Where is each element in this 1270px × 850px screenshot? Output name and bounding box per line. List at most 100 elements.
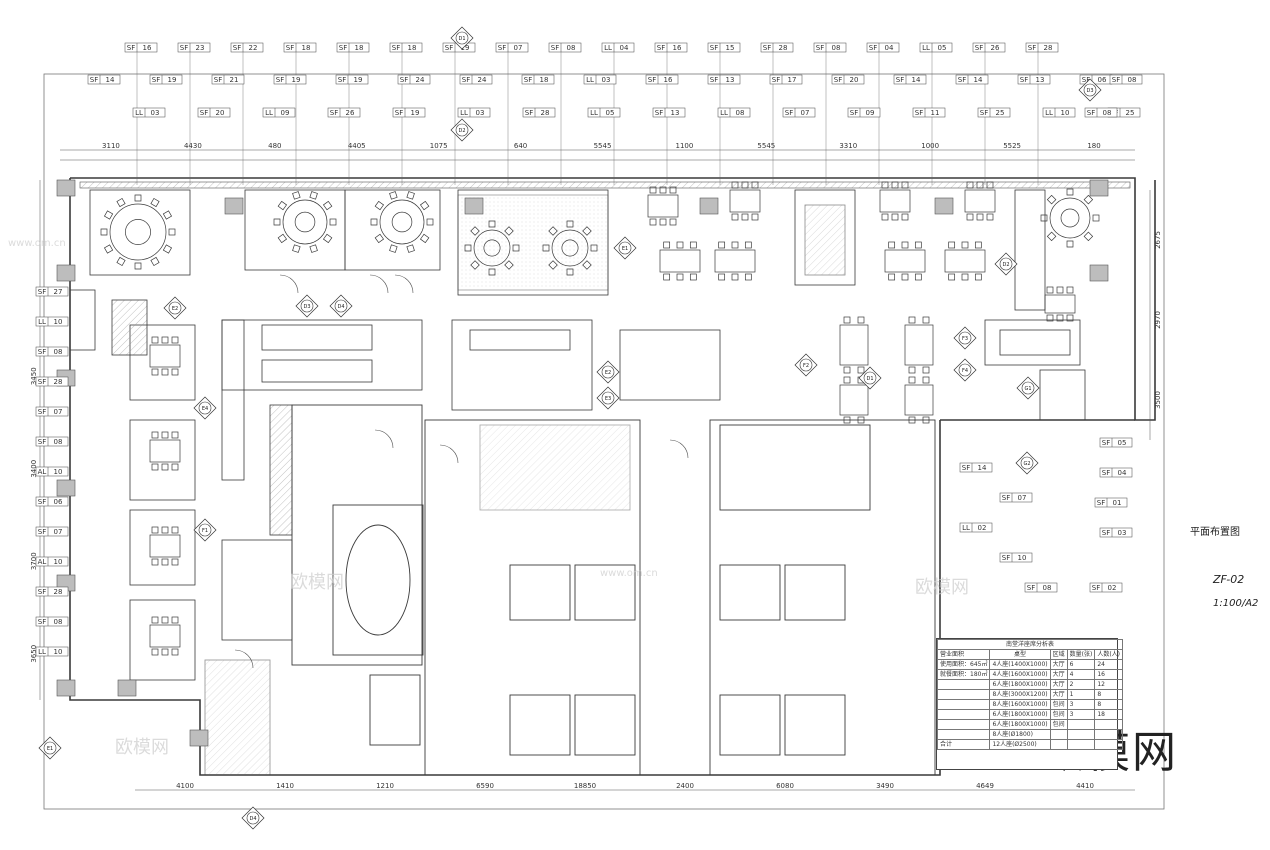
svg-text:03: 03 bbox=[602, 76, 611, 84]
svg-text:20: 20 bbox=[850, 76, 859, 84]
svg-text:SF: SF bbox=[915, 109, 923, 117]
svg-text:LL: LL bbox=[586, 76, 594, 84]
svg-text:SF: SF bbox=[462, 76, 470, 84]
schedule-cell: 3 bbox=[1066, 699, 1096, 710]
svg-text:16: 16 bbox=[664, 76, 673, 84]
svg-text:16: 16 bbox=[673, 44, 682, 52]
dimension-label: 180 bbox=[1087, 142, 1100, 150]
dimension-label: 3650 bbox=[30, 645, 38, 663]
schedule-cell: 12 bbox=[1094, 679, 1123, 690]
dimension-label: 3450 bbox=[30, 367, 38, 385]
svg-text:08: 08 bbox=[54, 348, 63, 356]
svg-text:AL: AL bbox=[38, 558, 47, 566]
section-marker: D2 bbox=[450, 118, 474, 142]
svg-text:LL: LL bbox=[720, 109, 728, 117]
schedule-cell bbox=[1066, 739, 1096, 750]
svg-text:SF: SF bbox=[1002, 494, 1010, 502]
right-zone bbox=[794, 189, 1086, 421]
svg-text:SF: SF bbox=[38, 528, 46, 536]
schedule-cell bbox=[1066, 719, 1096, 730]
material-tag: SF 24 bbox=[459, 74, 493, 85]
svg-text:SF: SF bbox=[214, 76, 222, 84]
dimension-label: 2970 bbox=[1154, 311, 1162, 329]
svg-text:SF: SF bbox=[524, 76, 532, 84]
svg-text:19: 19 bbox=[292, 76, 301, 84]
svg-text:13: 13 bbox=[1036, 76, 1045, 84]
dining-table bbox=[714, 241, 756, 281]
material-tag: SF 08 bbox=[1024, 582, 1058, 593]
material-tag: SF 08 bbox=[35, 346, 69, 357]
schedule-cell: 3 bbox=[1066, 709, 1096, 720]
dimension-label: 1210 bbox=[376, 782, 394, 790]
column bbox=[56, 264, 76, 282]
svg-text:LL: LL bbox=[38, 648, 46, 656]
schedule-cell bbox=[1094, 729, 1123, 740]
schedule-title: 南堂洋座席分析表 bbox=[937, 639, 1123, 650]
svg-text:03: 03 bbox=[1118, 529, 1127, 537]
svg-text:SF: SF bbox=[869, 44, 877, 52]
schedule-cell: 大厅 bbox=[1049, 689, 1068, 700]
leader-lines bbox=[136, 52, 1039, 185]
svg-text:25: 25 bbox=[996, 109, 1005, 117]
svg-text:27: 27 bbox=[54, 288, 63, 296]
dining-table bbox=[944, 241, 986, 281]
svg-text:24: 24 bbox=[478, 76, 487, 84]
svg-text:SF: SF bbox=[445, 44, 453, 52]
svg-text:07: 07 bbox=[801, 109, 810, 117]
dimension-label: 4100 bbox=[176, 782, 194, 790]
svg-text:E1: E1 bbox=[47, 746, 53, 752]
watermark-small-3: 欧模网 bbox=[290, 572, 344, 593]
svg-text:SF: SF bbox=[975, 44, 983, 52]
column bbox=[56, 179, 76, 197]
svg-text:08: 08 bbox=[1043, 584, 1052, 592]
dining-table bbox=[884, 241, 926, 281]
svg-text:SF: SF bbox=[38, 348, 46, 356]
svg-text:SF: SF bbox=[772, 76, 780, 84]
svg-text:SF: SF bbox=[850, 109, 858, 117]
schedule-area-cell bbox=[936, 719, 991, 730]
section-marker: G2 bbox=[1015, 451, 1039, 475]
schedule-header-count: 数量(张) bbox=[1066, 649, 1096, 660]
left-rooms bbox=[69, 289, 196, 681]
section-marker: D1 bbox=[450, 26, 474, 50]
dimension-label: 18850 bbox=[574, 782, 596, 790]
svg-text:SF: SF bbox=[710, 76, 718, 84]
svg-text:SF: SF bbox=[1027, 584, 1035, 592]
svg-text:10: 10 bbox=[54, 648, 63, 656]
dining-table bbox=[149, 431, 181, 471]
dimension-label: 6590 bbox=[476, 782, 494, 790]
svg-text:28: 28 bbox=[779, 44, 788, 52]
svg-text:SF: SF bbox=[38, 288, 46, 296]
dining-table bbox=[659, 241, 701, 281]
column bbox=[117, 679, 137, 697]
svg-text:08: 08 bbox=[1103, 109, 1112, 117]
svg-text:F2: F2 bbox=[803, 363, 809, 369]
schedule-cell: 24 bbox=[1094, 659, 1123, 670]
svg-text:LL: LL bbox=[38, 318, 46, 326]
svg-text:13: 13 bbox=[726, 76, 735, 84]
svg-text:15: 15 bbox=[726, 44, 735, 52]
svg-text:SF: SF bbox=[339, 44, 347, 52]
svg-text:D2: D2 bbox=[458, 128, 465, 134]
dining-table bbox=[964, 181, 996, 221]
schedule-cell: 4人座(1400X1000) bbox=[989, 659, 1051, 670]
